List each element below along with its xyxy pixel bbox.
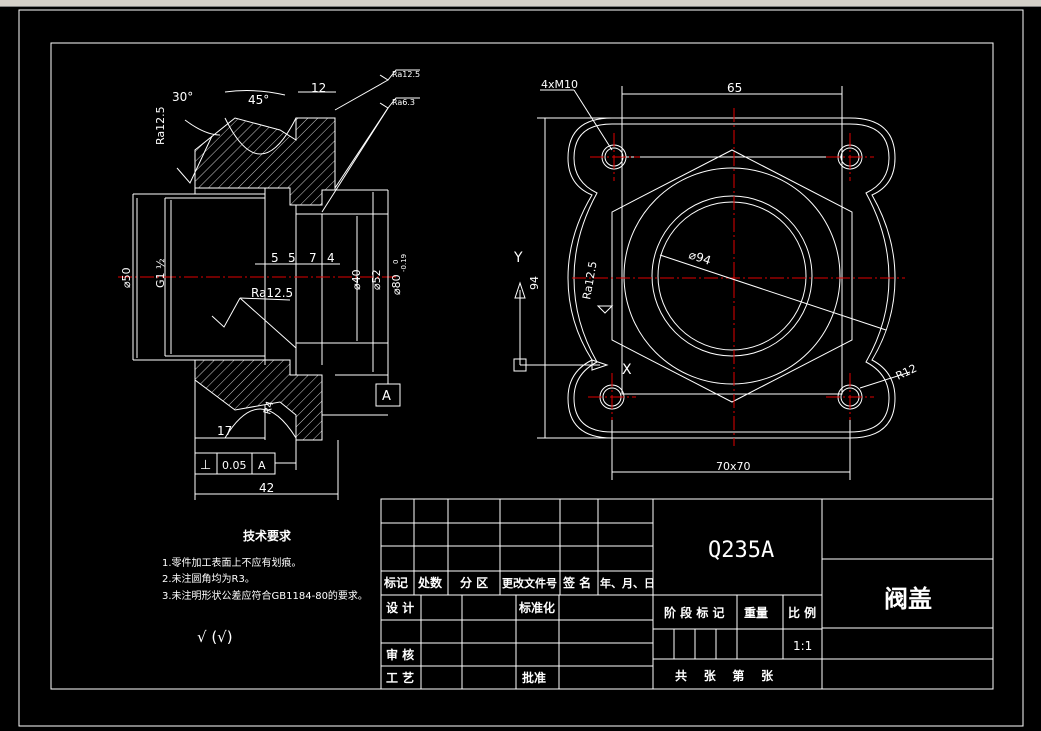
axis-x: X (622, 362, 632, 378)
dim-5a: 5 (271, 251, 279, 265)
note-2: 2.未注圆角均为R3。 (162, 572, 255, 585)
drawing-canvas[interactable]: A ⊥ 0.05 A 30° 45° 12 Ra12.5 Ra6.3 Ra12.… (0, 6, 1041, 731)
hdr-change: 更改文件号 (502, 576, 557, 590)
angle-45: 45° (248, 93, 269, 107)
axis-y: Y (513, 250, 523, 266)
technical-notes: 技术要求 1.零件加工表面上不应有划痕。 2.未注圆角均为R3。 3.未注明形状… (162, 528, 368, 646)
hdr-count: 处数 (417, 575, 443, 590)
lbl-review: 审 核 (386, 647, 414, 662)
side-section-view: A ⊥ 0.05 A 30° 45° 12 Ra12.5 Ra6.3 Ra12.… (118, 69, 420, 500)
lbl-scale: 比 例 (788, 605, 816, 620)
datum-a: A (382, 389, 391, 404)
radius-r4: R4 (262, 400, 276, 416)
dim-42: 42 (259, 481, 274, 495)
part-name: 阀盖 (884, 585, 932, 613)
dim-65: 65 (727, 81, 742, 95)
notes-title: 技术要求 (243, 528, 292, 543)
hdr-zone: 分 区 (460, 575, 488, 590)
lbl-stage: 阶 段 标 记 (664, 605, 725, 620)
gtol-symbol: ⊥ (200, 458, 211, 473)
dia-40: ⌀40 (350, 269, 363, 290)
toolbar-strip (0, 0, 1041, 7)
gtol-datum: A (258, 459, 266, 472)
ra-top: Ra12.5 (392, 70, 420, 79)
dim-5b: 5 (288, 251, 296, 265)
front-view: 4xM10 65 94 ⌀94 Ra12.5 R12 70x70 Y X (513, 78, 919, 480)
dia-80-tol-lower: -0.19 (400, 254, 408, 272)
scale-value: 1:1 (793, 639, 812, 653)
ra-side: Ra12.5 (154, 106, 167, 145)
radius-r12: R12 (894, 362, 919, 383)
note-3: 3.未注明形状公差应符合GB1184-80的要求。 (162, 589, 368, 602)
lbl-standard: 标准化 (518, 600, 555, 615)
dim-94: 94 (528, 276, 541, 290)
hdr-mark: 标记 (383, 575, 408, 590)
dim-17: 17 (217, 424, 232, 438)
dim-7: 7 (309, 251, 317, 265)
material: Q235A (708, 538, 774, 563)
roughness-default: √ (√) (197, 628, 233, 646)
dim-12: 12 (311, 81, 326, 95)
g1-thread: G1 ½ (154, 258, 167, 288)
lbl-process: 工 艺 (386, 670, 414, 685)
dia-80-tol-upper: 0 (392, 260, 400, 264)
lbl-design: 设 计 (386, 600, 414, 615)
angle-30: 30° (172, 90, 193, 104)
dia-52: ⌀52 (370, 269, 383, 290)
dia-50: ⌀50 (120, 267, 133, 288)
note-1: 1.零件加工表面上不应有划痕。 (162, 556, 302, 569)
ra-front: Ra12.5 (580, 260, 600, 300)
title-block: Q235A 阀盖 标记 处数 分 区 更改文件号 签 名 年、月、日 设 计 标… (380, 498, 994, 690)
hex-nut (611, 149, 853, 403)
ra-bore: Ra12.5 (251, 286, 293, 300)
lbl-weight: 重量 (744, 605, 768, 620)
dim-70x70: 70x70 (716, 460, 751, 473)
hatch-lower (194, 359, 323, 441)
hdr-date: 年、月、日 (600, 576, 655, 590)
dia-80: ⌀80 (390, 274, 403, 295)
hatch-upper (194, 117, 336, 206)
dim-4: 4 (327, 251, 335, 265)
ra-a: Ra6.3 (392, 98, 415, 107)
outer-frame (18, 9, 1024, 727)
lbl-sheets: 共 张 第 张 (675, 668, 774, 683)
holes-4xm10: 4xM10 (541, 78, 578, 91)
hdr-sign: 签 名 (562, 575, 591, 590)
gtol-value: 0.05 (222, 459, 247, 472)
lbl-approve: 批准 (522, 670, 546, 685)
dia-94: ⌀94 (687, 248, 713, 268)
